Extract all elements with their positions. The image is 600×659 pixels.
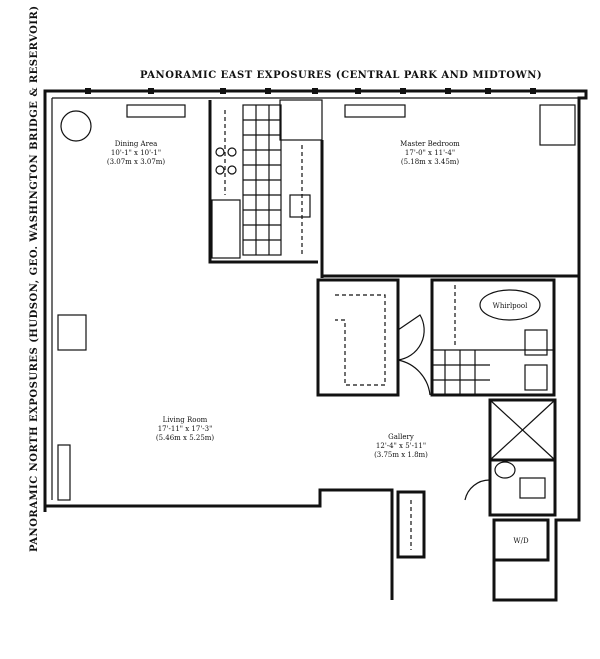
washer-dryer-label: W/D xyxy=(513,537,529,545)
svg-text:Living Room: Living Room xyxy=(163,416,208,424)
svg-text:Gallery: Gallery xyxy=(388,433,414,441)
svg-text:(5.46m x 5.25m): (5.46m x 5.25m) xyxy=(156,434,215,442)
gallery-label: Gallery 12'-4" x 5'-11" (3.75m x 1.8m) xyxy=(374,433,428,459)
svg-text:(3.75m x 1.8m): (3.75m x 1.8m) xyxy=(374,451,428,459)
interior-walls xyxy=(57,99,579,562)
svg-text:12'-4" x 5'-11": 12'-4" x 5'-11" xyxy=(376,442,426,450)
svg-text:17'-0" x 11'-4": 17'-0" x 11'-4" xyxy=(405,149,455,157)
living-room-label: Living Room 17'-11" x 17'-3" (5.46m x 5.… xyxy=(156,416,215,442)
east-exposure-label: PANORAMIC EAST EXPOSURES (CENTRAL PARK A… xyxy=(140,70,542,81)
svg-text:10'-1" x 10'-1": 10'-1" x 10'-1" xyxy=(111,149,161,157)
svg-text:Dining Area: Dining Area xyxy=(115,140,158,148)
master-bedroom-label: Master Bedroom 17'-0" x 11'-4" (5.18m x … xyxy=(400,140,460,166)
whirlpool-label: Whirlpool xyxy=(493,302,528,310)
svg-text:17'-11" x 17'-3": 17'-11" x 17'-3" xyxy=(158,425,213,433)
svg-text:(5.18m x 3.45m): (5.18m x 3.45m) xyxy=(401,158,460,166)
exterior-walls xyxy=(43,88,588,602)
svg-text:(3.07m x 3.07m): (3.07m x 3.07m) xyxy=(107,158,166,166)
svg-text:Master Bedroom: Master Bedroom xyxy=(400,140,460,148)
dining-area-label: Dining Area 10'-1" x 10'-1" (3.07m x 3.0… xyxy=(107,140,166,166)
north-exposure-label: PANORAMIC NORTH EXPOSURES (HUDSON, GEO. … xyxy=(29,5,40,552)
